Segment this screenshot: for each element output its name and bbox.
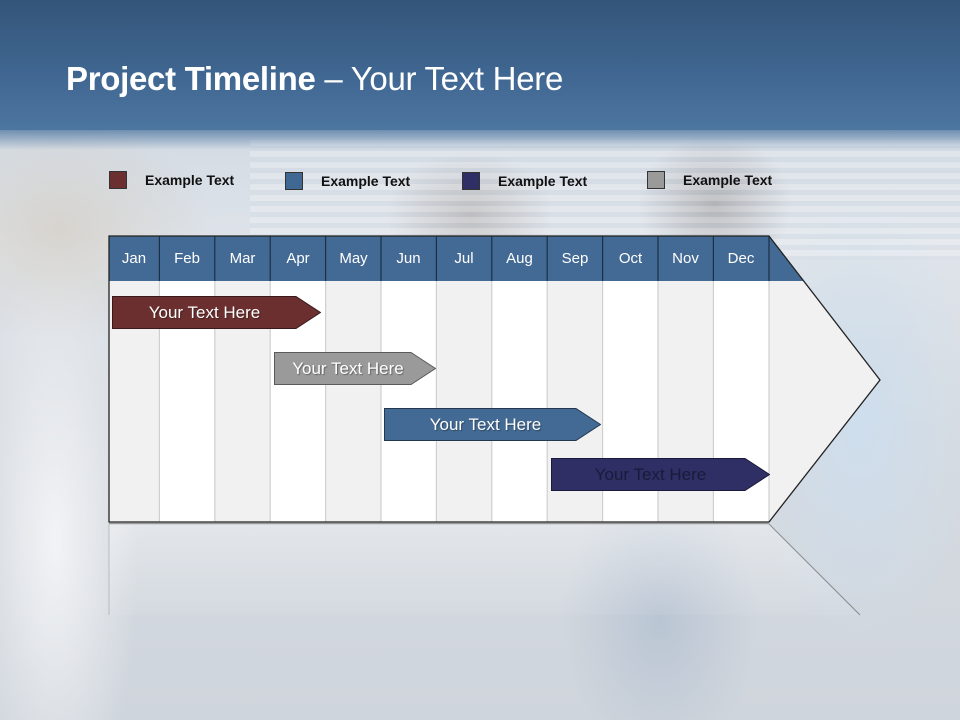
legend-swatch-icon — [462, 172, 480, 190]
legend-item-3: Example Text — [462, 172, 587, 190]
bar-arrow-shape-icon — [551, 458, 770, 491]
month-may: May — [339, 250, 368, 267]
timeline-bar-3[interactable]: Your Text Here — [384, 408, 601, 441]
title-bold: Project Timeline — [66, 60, 316, 97]
month-jul: Jul — [454, 250, 474, 267]
legend-item-2: Example Text — [285, 172, 410, 190]
bar-arrow-shape-icon — [274, 352, 436, 385]
bar-arrow-shape-icon — [384, 408, 601, 441]
legend-swatch-icon — [109, 171, 127, 189]
month-sep: Sep — [561, 250, 589, 267]
month-mar: Mar — [229, 250, 256, 267]
bar-label: Your Text Here — [594, 464, 707, 484]
month-nov: Nov — [672, 250, 699, 267]
timeline-bar-1[interactable]: Your Text Here — [112, 296, 321, 329]
month-jun: Jun — [396, 250, 421, 267]
month-jan: Jan — [121, 250, 147, 267]
legend-label: Example Text — [498, 173, 588, 189]
month-oct: Oct — [618, 250, 643, 267]
bar-label: Your Text Here — [292, 358, 404, 378]
month-feb: Feb — [174, 250, 200, 267]
legend-item-4: Example Text — [647, 171, 772, 189]
legend-label: Example Text — [683, 172, 773, 188]
legend-label: Example Text — [145, 172, 235, 188]
legend-item-1: Example Text — [109, 171, 234, 189]
title-rest: – Your Text Here — [315, 60, 563, 97]
bar-arrow-shape-icon — [112, 296, 321, 329]
timeline-bar-4[interactable]: Your Text Here — [551, 458, 770, 491]
page-title: Project Timeline – Your Text Here — [66, 60, 563, 98]
month-apr: Apr — [286, 250, 310, 267]
title-banner — [0, 0, 960, 130]
bar-label: Your Text Here — [148, 302, 261, 322]
legend-label: Example Text — [321, 173, 411, 189]
bar-label: Your Text Here — [429, 414, 542, 434]
timeline-reflection — [109, 524, 860, 615]
timeline-bar-2[interactable]: Your Text Here — [274, 352, 436, 385]
month-aug: Aug — [506, 250, 533, 267]
month-dec: Dec — [727, 250, 755, 267]
legend-swatch-icon — [647, 171, 665, 189]
title-banner-fade — [0, 126, 960, 150]
legend-swatch-icon — [285, 172, 303, 190]
